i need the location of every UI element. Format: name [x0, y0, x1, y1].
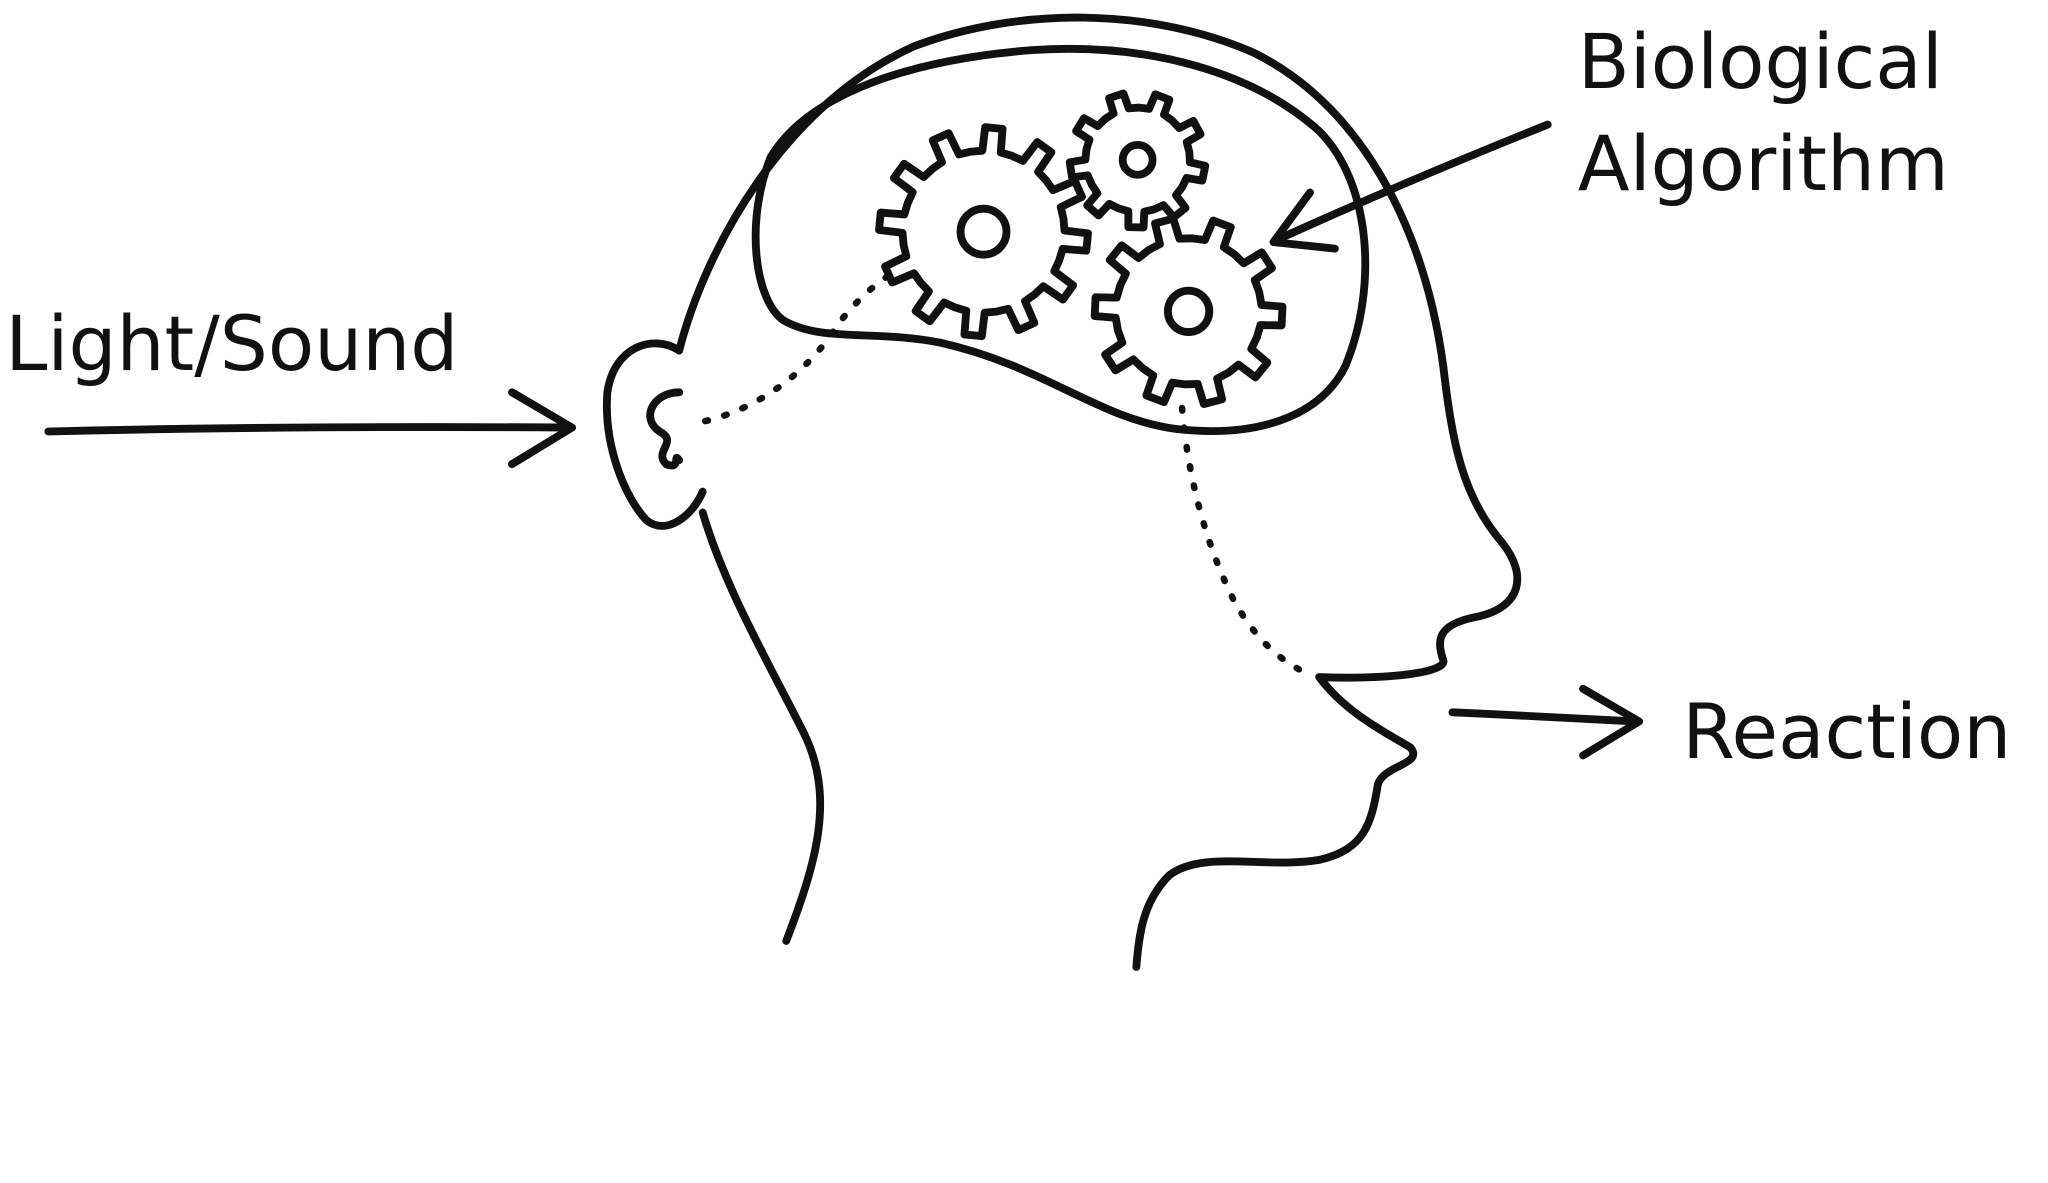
- ear-inner: [646, 388, 684, 470]
- dotted-ear-to-brain: [702, 268, 898, 425]
- output-label: Reaction: [1682, 688, 2011, 776]
- head-outline: [675, 13, 1522, 971]
- gear-icon: [875, 123, 1092, 341]
- process-label-line1: Biological: [1578, 18, 1943, 106]
- gear-icon: [1090, 214, 1287, 408]
- process-label-line2: Algorithm: [1578, 120, 1949, 208]
- brain-outline: [751, 44, 1370, 435]
- ear-icon: [602, 339, 707, 530]
- head-back-outline: [698, 508, 825, 945]
- gear-hub: [956, 204, 1011, 259]
- input-arrow-icon: [44, 388, 576, 469]
- gear-hub: [1118, 140, 1157, 179]
- dotted-brain-to-mouth: [1178, 404, 1310, 677]
- process-arrow-icon: [1269, 120, 1552, 253]
- input-label: Light/Sound: [5, 300, 458, 388]
- gear-hub: [1163, 286, 1214, 336]
- output-arrow-icon: [1448, 684, 1644, 760]
- gear-icon: [1065, 89, 1210, 232]
